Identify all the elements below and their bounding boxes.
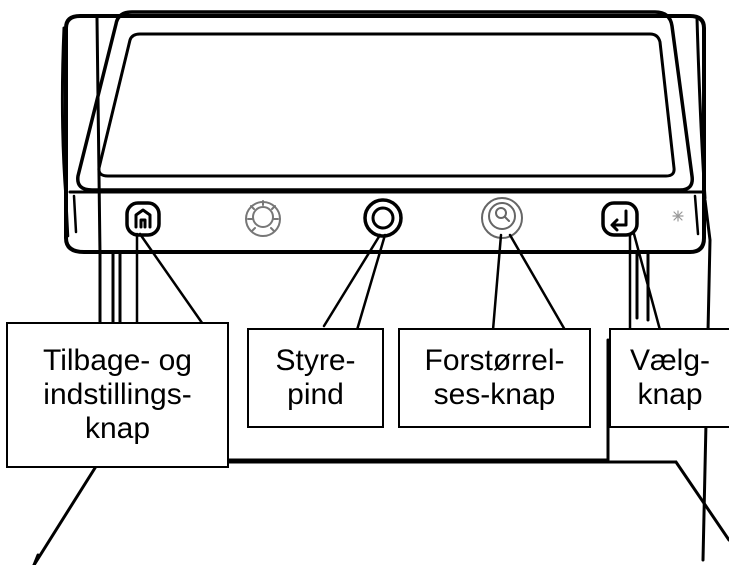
callout-home-line-1: Tilbage- og [43,344,192,377]
magnifier-icon [495,207,507,219]
joystick-inner [371,206,395,230]
callout-home-line-2: indstillings- [43,378,192,411]
callout-home-button: Tilbage- og indstillings- knap [6,322,229,468]
callout-select-line-2: knap [637,378,703,411]
table-right-edge [674,460,729,542]
callout-zoom-line-1: Forstørrel- [424,344,565,377]
leader-home [135,232,209,332]
callout-select-button: Vælg- knap [609,328,729,428]
callout-zoom-button: Forstørrel- ses-knap [398,328,591,428]
callout-joystick: Styre- pind [247,328,384,428]
callout-select-line-1: Vælg- [629,344,711,377]
control-bar-left-cap [64,194,78,238]
zoom-knob-middle [488,202,516,230]
control-bar-right-cap [693,194,700,236]
gear-knob-inner [252,206,274,228]
home-icon [134,208,152,229]
right-stand-outer [701,198,712,562]
left-stand [95,16,122,340]
callout-zoom-line-2: ses-knap [433,378,556,411]
monitor-outer-frame [64,14,706,254]
magnifier-handle [504,216,510,222]
callout-joystick-line-2: pind [287,378,344,411]
monitor-screen [97,32,676,178]
indicator-asterisk [672,210,684,222]
callout-joystick-line-1: Styre- [275,344,356,377]
table-left-edge [32,458,102,567]
table-left-edge-inner [32,553,40,567]
leader-zoom [491,233,567,332]
gear-knob-ticks [247,200,279,232]
leader-select [628,232,662,332]
callout-home-line-3: knap [84,412,151,445]
joystick-outer [363,198,403,238]
enter-icon-arrow [610,218,619,232]
leader-joystick [322,233,387,332]
home-button-shape [125,201,161,237]
select-button-shape [601,201,639,237]
right-stand [635,16,707,322]
enter-icon [611,209,628,227]
monitor-bezel [76,10,694,192]
